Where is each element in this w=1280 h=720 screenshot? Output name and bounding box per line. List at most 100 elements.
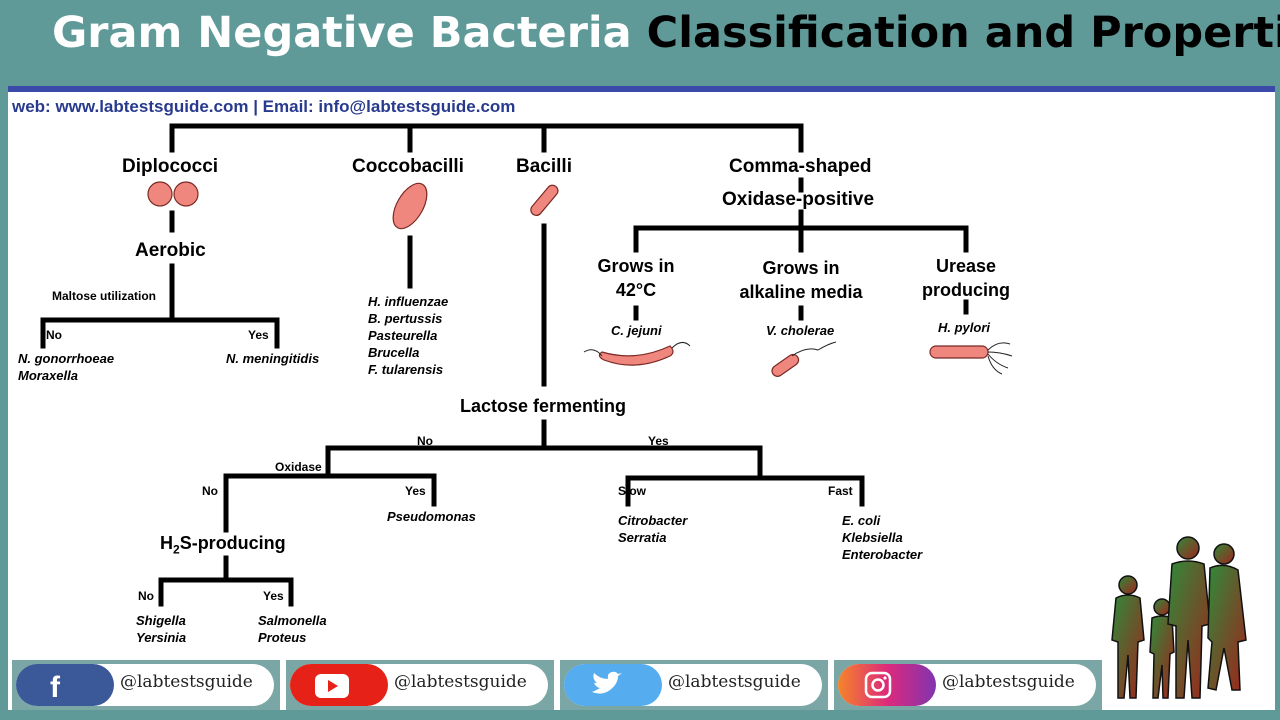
- h2s-no-species: Shigella Yersinia: [136, 612, 186, 646]
- species-pasteurella: Pasteurella: [368, 328, 438, 343]
- h2s-branch-line: [158, 555, 294, 607]
- grows-alkaline-line-1: Grows in: [762, 258, 840, 278]
- species-h-pylori: H. pylori: [938, 320, 991, 335]
- c-jejuni-cell: [598, 345, 674, 366]
- svg-text:f: f: [50, 671, 61, 700]
- node-coccobacilli: Coccobacilli: [352, 156, 464, 177]
- diplococcus-cell-left: [147, 181, 173, 207]
- node-comma-shaped: Comma-shaped: [729, 156, 872, 177]
- h2s-prefix: H: [160, 533, 173, 553]
- node-h2s-producing: H2S-producing: [160, 533, 286, 557]
- oxidase-branch-line: [223, 473, 437, 533]
- family-silhouette-image: [1111, 536, 1247, 699]
- youtube-link[interactable]: @labtestsguide: [286, 660, 554, 710]
- diplococcus-cell-right: [173, 181, 199, 207]
- urease-line-2: producing: [922, 280, 1010, 300]
- species-brucella: Brucella: [368, 345, 420, 360]
- node-urease-producing: Urease producing: [906, 254, 1026, 302]
- v-cholerae-cell: [771, 353, 800, 377]
- social-bar: f @labtestsguide @labtestsguide @labtest…: [12, 660, 1102, 710]
- node-maltose-utilization: Maltose utilization: [52, 289, 157, 303]
- oxidase-no-label: No: [202, 484, 218, 498]
- h2s-yes-label: Yes: [263, 589, 284, 603]
- instagram-icon-circle: [838, 664, 936, 706]
- oxidase-positive-branch-line: [633, 209, 969, 253]
- node-aerobic: Aerobic: [135, 240, 206, 261]
- species-e-coli: E. coli: [842, 513, 881, 528]
- oxidase-yes-species: Pseudomonas: [387, 508, 476, 525]
- species-f-tularensis: F. tularensis: [368, 362, 444, 377]
- oxidase-yes-label: Yes: [405, 484, 426, 498]
- maltose-yes-species: N. meningitidis: [226, 350, 319, 367]
- lactose-yes-label: Yes: [648, 434, 669, 448]
- species-moraxella: Moraxella: [18, 368, 78, 383]
- species-v-cholerae: V. cholerae: [766, 323, 835, 338]
- maltose-no-species: N. gonorrhoeae Moraxella: [18, 350, 114, 384]
- species-serratia: Serratia: [618, 530, 667, 545]
- fast-label: Fast: [828, 484, 853, 498]
- title-banner: Gram Negative Bacteria Classification an…: [0, 0, 1280, 86]
- fast-species: E. coli Klebsiella Enterobacter: [842, 512, 922, 563]
- c-jejuni-flagellum-right: [671, 342, 691, 349]
- c-jejuni-flagellum-left: [583, 349, 603, 357]
- title-part-2: Classification and Properties: [646, 8, 1280, 58]
- title-part-1: Gram Negative Bacteria: [52, 8, 632, 58]
- contact-line: web: www.labtestsguide.com | Email: info…: [12, 97, 516, 116]
- speed-branch-line: [625, 475, 865, 507]
- twitter-link[interactable]: @labtestsguide: [560, 660, 828, 710]
- h-pylori-cell: [929, 345, 989, 359]
- species-enterobacter: Enterobacter: [842, 547, 923, 562]
- node-diplococci: Diplococci: [122, 156, 219, 177]
- instagram-handle: @labtestsguide: [942, 672, 1075, 692]
- facebook-link[interactable]: f @labtestsguide: [12, 660, 280, 710]
- node-oxidase-positive: Oxidase-positive: [722, 189, 875, 210]
- youtube-handle: @labtestsguide: [394, 672, 527, 692]
- aerobic-branch-line: [40, 263, 280, 349]
- maltose-no-label: No: [46, 328, 62, 342]
- youtube-icon: [315, 674, 349, 698]
- species-shigella: Shigella: [136, 613, 186, 628]
- content-panel: [8, 86, 1275, 710]
- top-branch-line: [169, 123, 804, 153]
- twitter-icon: [592, 671, 622, 694]
- species-connector-lines: [633, 299, 969, 321]
- species-salmonella: Salmonella: [258, 613, 327, 628]
- species-n-gonorrhoeae: N. gonorrhoeae: [18, 351, 115, 366]
- node-lactose-fermenting: Lactose fermenting: [460, 396, 627, 416]
- node-oxidase: Oxidase: [275, 460, 322, 474]
- node-grows-alkaline: Grows in alkaline media: [726, 256, 876, 304]
- h2s-subscript: 2: [173, 542, 180, 557]
- h-pylori-flagella: [987, 342, 1013, 375]
- h2s-suffix: S-producing: [179, 533, 286, 553]
- instagram-link[interactable]: @labtestsguide: [834, 660, 1102, 710]
- twitter-handle: @labtestsguide: [668, 672, 801, 692]
- maltose-yes-label: Yes: [248, 328, 269, 342]
- node-bacilli: Bacilli: [516, 156, 572, 177]
- node-grows-42c: Grows in 42°C: [586, 254, 686, 302]
- h2s-yes-species: Salmonella Proteus: [258, 612, 327, 646]
- facebook-icon-circle: [16, 664, 114, 706]
- species-proteus: Proteus: [258, 630, 307, 645]
- grows-42c-line-2: 42°C: [615, 280, 657, 300]
- page-title: Gram Negative Bacteria Classification an…: [52, 8, 1280, 58]
- urease-line-1: Urease: [935, 256, 997, 276]
- species-klebsiella: Klebsiella: [842, 530, 903, 545]
- grows-42c-line-1: Grows in: [597, 256, 675, 276]
- v-cholerae-flagellum: [791, 341, 837, 357]
- species-c-jejuni: C. jejuni: [611, 323, 662, 338]
- bacillus-cell: [530, 184, 559, 216]
- lactose-no-label: No: [417, 434, 433, 448]
- species-citrobacter: Citrobacter: [618, 513, 688, 528]
- slow-label: Slow: [618, 484, 647, 498]
- species-yersinia: Yersinia: [136, 630, 187, 645]
- grows-alkaline-line-2: alkaline media: [739, 282, 863, 302]
- species-h-influenzae: H. influenzae: [368, 294, 449, 309]
- species-n-meningitidis: N. meningitidis: [226, 351, 320, 366]
- species-pseudomonas: Pseudomonas: [387, 509, 476, 524]
- coccobacillus-cell: [392, 182, 428, 230]
- slow-species: Citrobacter Serratia: [618, 512, 687, 546]
- h2s-no-label: No: [138, 589, 154, 603]
- facebook-handle: @labtestsguide: [120, 672, 253, 692]
- species-b-pertussis: B. pertussis: [368, 311, 443, 326]
